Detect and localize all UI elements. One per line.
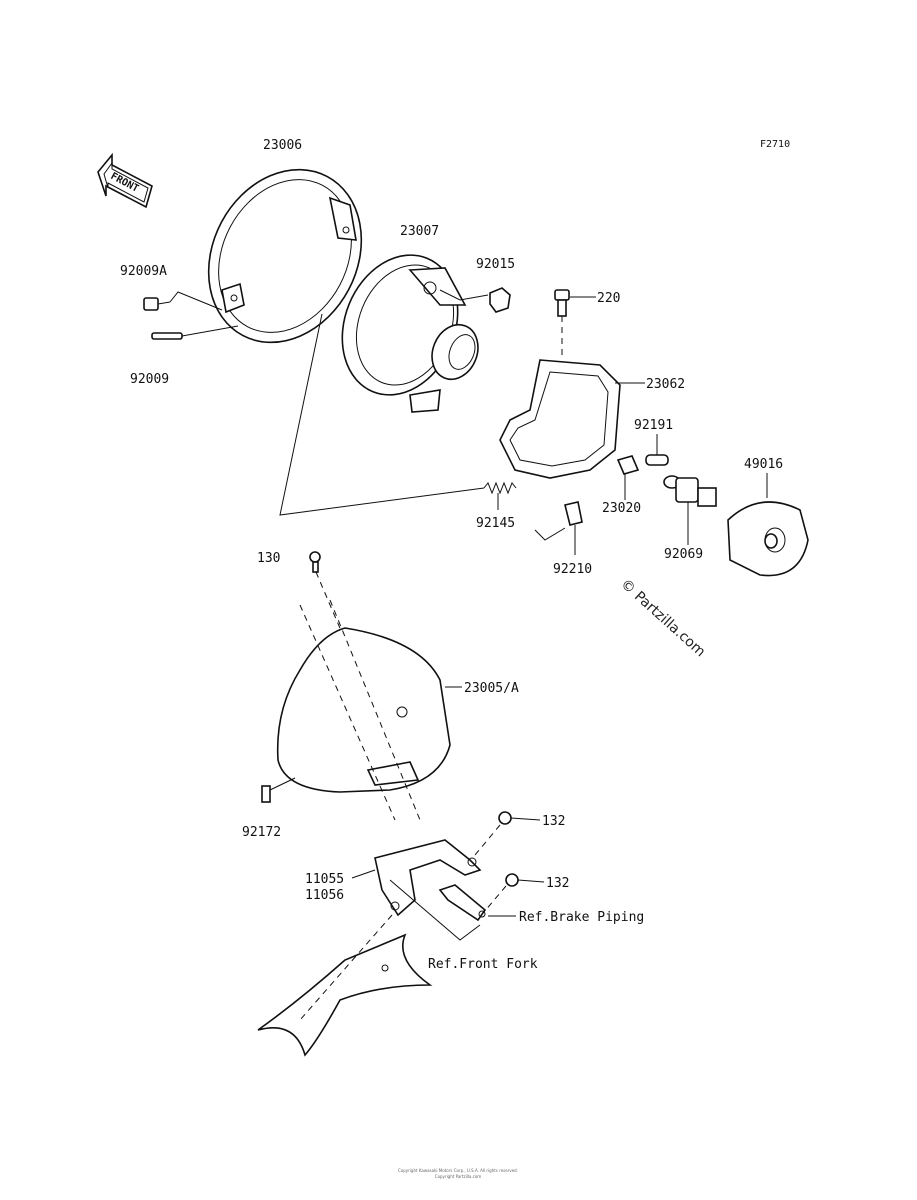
label-ref-brake-piping: Ref.Brake Piping (519, 910, 644, 925)
stay-11055 (351, 839, 482, 941)
label-49016: 49016 (744, 457, 783, 472)
cover-49016 (727, 473, 809, 577)
label-11056: 11056 (305, 888, 344, 903)
label-92145: 92145 (476, 516, 515, 531)
label-23062: 23062 (646, 377, 685, 392)
plate-92210 (564, 501, 583, 555)
label-92009a: 92009A (120, 264, 167, 279)
footer-line-1: Copyright Kawasaki Motors Corp., U.S.A. … (398, 1168, 518, 1173)
label-23006: 23006 (263, 138, 302, 153)
label-132-lower: 132 (546, 876, 569, 891)
label-92191: 92191 (634, 418, 673, 433)
label-132-upper: 132 (542, 814, 565, 829)
label-23005a: 23005/A (464, 681, 519, 696)
label-92172: 92172 (242, 825, 281, 840)
label-23020: 23020 (602, 501, 641, 516)
screw-92009a (143, 291, 223, 311)
bolt-132-upper (474, 811, 541, 856)
footer-line-2: Copyright Partzilla.com (435, 1174, 482, 1179)
label-23007: 23007 (400, 224, 439, 239)
label-92210: 92210 (553, 562, 592, 577)
socket-23020 (616, 455, 640, 500)
headlight-body-23007 (341, 254, 489, 413)
bolt-132-lower (483, 873, 545, 913)
headlight-rim-23006 (207, 168, 363, 344)
label-92009: 92009 (130, 372, 169, 387)
figure-code: F2710 (760, 139, 790, 150)
headlight-case-23005a (276, 599, 462, 821)
screw-92172 (261, 777, 296, 803)
watermark: © Partzilla.com (617, 576, 708, 660)
screw-92009 (151, 325, 239, 340)
connection-line (279, 313, 485, 516)
label-11055: 11055 (305, 872, 344, 887)
brake-clamp (438, 884, 516, 922)
label-92069: 92069 (664, 547, 703, 562)
bolt-130 (309, 551, 346, 641)
screw-220 (554, 289, 596, 360)
connection-line-92210 (534, 527, 566, 541)
label-ref-front-fork: Ref.Front Fork (428, 957, 538, 972)
nut-92015 (489, 287, 511, 313)
spring-92145 (483, 481, 517, 510)
front-fork (257, 914, 433, 1057)
label-130: 130 (257, 551, 280, 566)
label-220: 220 (597, 291, 620, 306)
spring-92191 (645, 434, 669, 466)
front-arrow-icon: FRONT (97, 152, 153, 209)
label-92015: 92015 (476, 257, 515, 272)
bulb-92069 (663, 475, 717, 545)
bracket-23062 (499, 359, 645, 479)
